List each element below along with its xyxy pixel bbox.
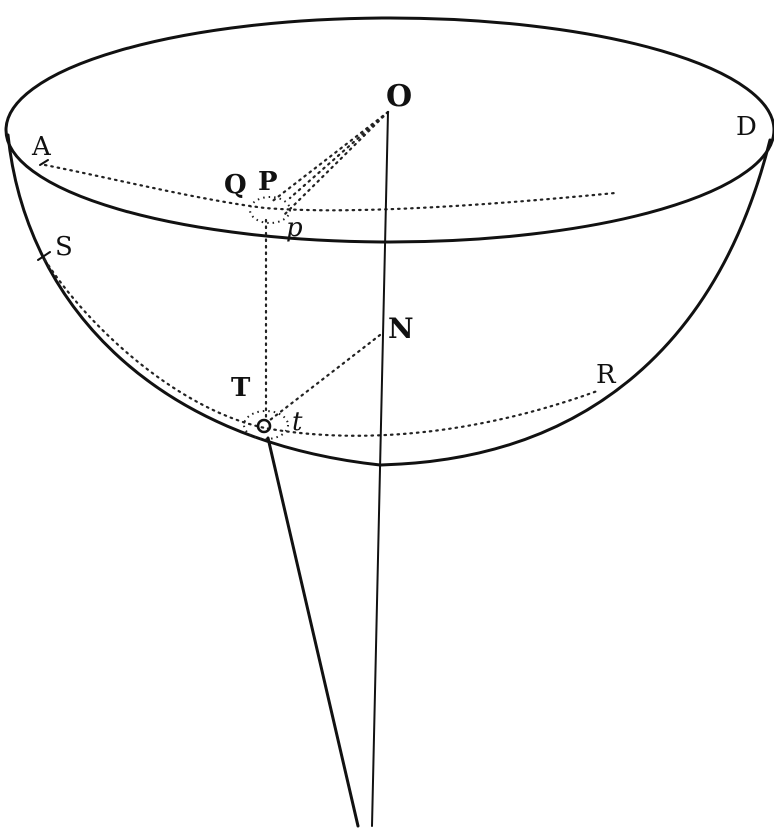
label-q: Q: [224, 170, 247, 200]
rim-arc-ap: [43, 163, 617, 212]
label-d: D: [736, 112, 757, 142]
lower-arc-str: [43, 258, 602, 437]
tick-s: [37, 251, 51, 261]
label-t: T: [231, 373, 251, 403]
line-n-t: [268, 333, 382, 422]
label-p: P: [258, 167, 278, 197]
bowl-rim: [4, 16, 774, 244]
label-r: R: [596, 360, 617, 390]
bowl-outline: [6, 133, 772, 467]
tick-a: [39, 159, 49, 166]
line-o-q: [288, 110, 390, 200]
label-o: O: [386, 79, 412, 114]
label-p-small: p: [286, 213, 303, 243]
bead-t: [256, 418, 272, 434]
line-o-p2: [282, 110, 390, 217]
label-a: A: [31, 132, 52, 162]
axis-line-o: [371, 111, 389, 827]
label-t-small: t: [292, 407, 303, 437]
ring-t: [243, 410, 289, 440]
label-s: S: [55, 232, 73, 262]
line-o-p: [268, 110, 390, 205]
label-n: N: [388, 312, 414, 345]
ring-p: [249, 196, 291, 224]
string-line: [266, 436, 360, 828]
